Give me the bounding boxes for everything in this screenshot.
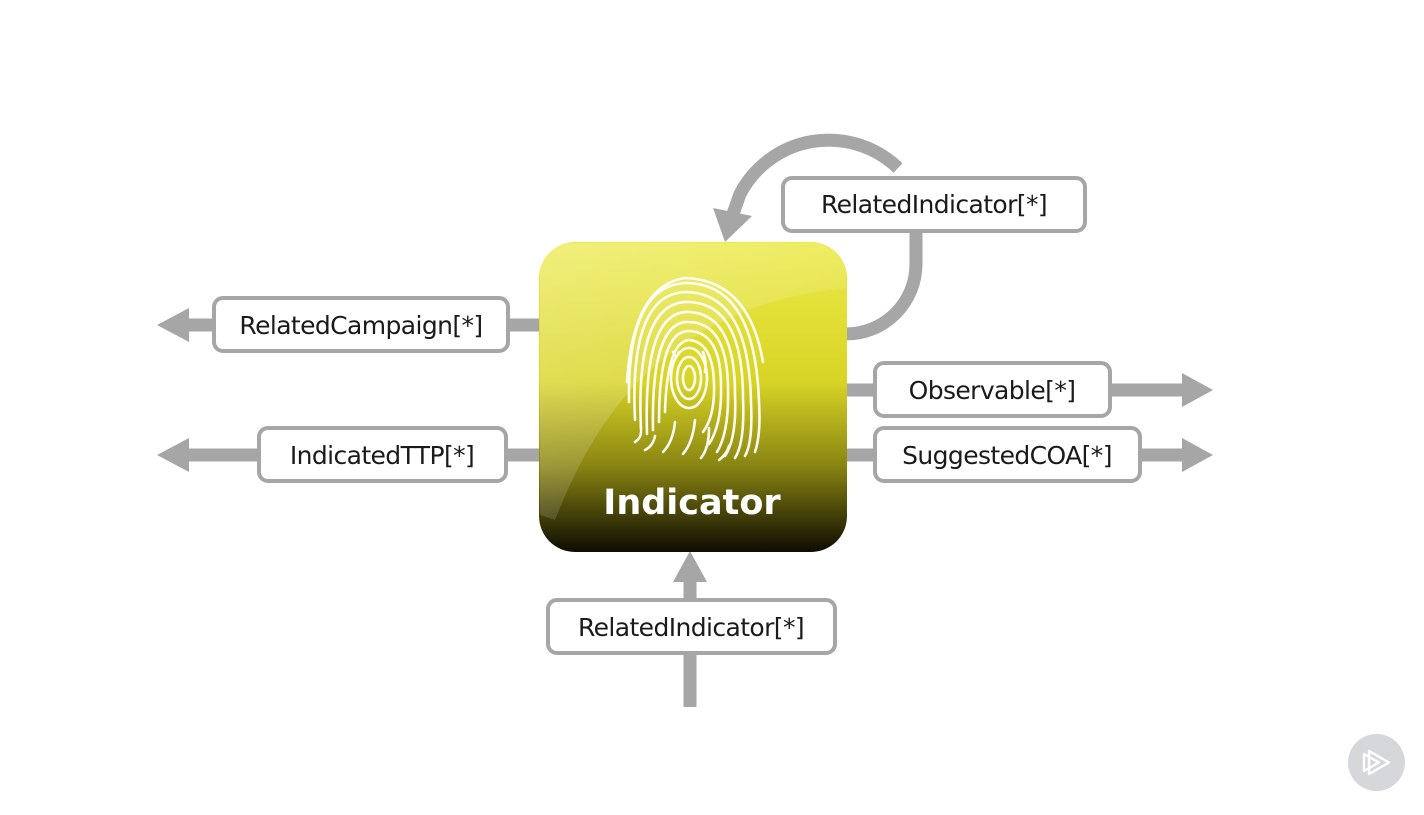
label-observable: Observable[*]	[873, 361, 1112, 418]
label-related-indicator-loop: RelatedIndicator[*]	[781, 176, 1087, 233]
label-related-indicator-incoming-text: RelatedIndicator[*]	[578, 613, 804, 642]
observable-arrowhead	[1182, 373, 1213, 407]
player-logo-button[interactable]	[1348, 734, 1405, 791]
label-related-campaign-text: RelatedCampaign[*]	[239, 311, 482, 340]
label-related-indicator-loop-text: RelatedIndicator[*]	[821, 190, 1047, 219]
fingerprint-icon	[625, 276, 765, 462]
loop-arrowhead	[713, 208, 752, 242]
label-observable-text: Observable[*]	[909, 376, 1076, 405]
suggested-coa-arrowhead	[1182, 438, 1213, 472]
label-related-indicator-incoming: RelatedIndicator[*]	[546, 598, 837, 655]
label-suggested-coa: SuggestedCOA[*]	[873, 426, 1142, 483]
label-indicated-ttp: IndicatedTTP[*]	[257, 426, 508, 483]
incoming-arrowhead	[673, 551, 707, 582]
related-campaign-arrowhead	[157, 308, 189, 342]
indicator-node: Indicator	[539, 242, 847, 552]
node-title: Indicator	[603, 483, 781, 523]
indicated-ttp-arrowhead	[157, 438, 189, 472]
label-indicated-ttp-text: IndicatedTTP[*]	[290, 441, 474, 470]
play-logo-icon	[1362, 749, 1391, 776]
related-indicator-loop-connector	[713, 133, 923, 341]
label-suggested-coa-text: SuggestedCOA[*]	[902, 441, 1112, 470]
label-related-campaign: RelatedCampaign[*]	[212, 296, 510, 353]
